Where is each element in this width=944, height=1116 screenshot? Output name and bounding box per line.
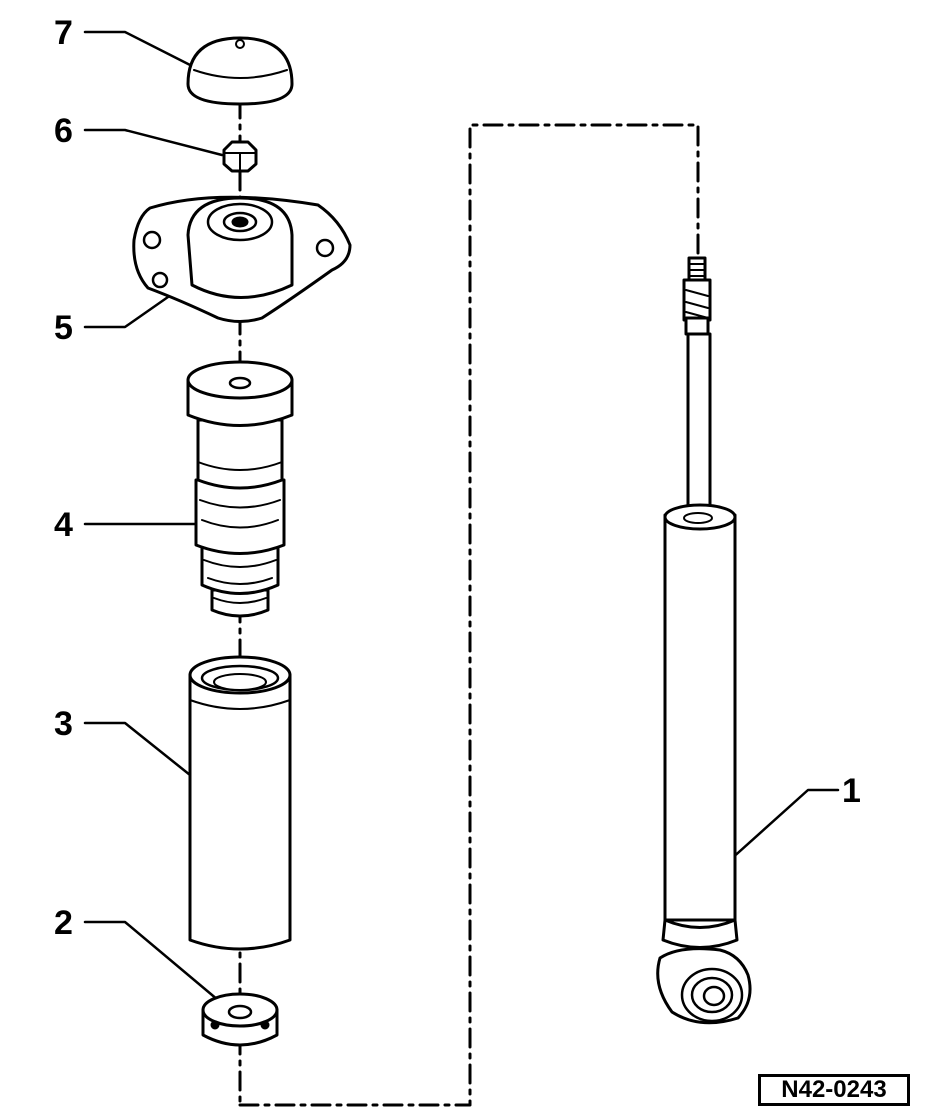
callout-7: 7: [54, 14, 73, 52]
protective-sleeve: [190, 657, 290, 949]
callout-5: 5: [54, 309, 73, 347]
spacer: [203, 994, 277, 1045]
nut: [224, 142, 256, 171]
leader-5: [85, 290, 178, 327]
leader-2: [85, 922, 218, 1000]
callout-1: 1: [842, 772, 861, 810]
buffer: [188, 362, 292, 616]
reference-code: N42-0243: [758, 1074, 910, 1106]
leader-1: [710, 790, 838, 878]
shock-absorber: [658, 258, 750, 1023]
callout-4: 4: [54, 506, 73, 544]
callout-3: 3: [54, 705, 73, 743]
leader-6: [85, 130, 222, 155]
dome-cap: [188, 38, 292, 104]
callout-2: 2: [54, 904, 73, 942]
callout-6: 6: [54, 112, 73, 150]
upper-mount: [134, 197, 350, 321]
leader-7: [85, 32, 196, 68]
